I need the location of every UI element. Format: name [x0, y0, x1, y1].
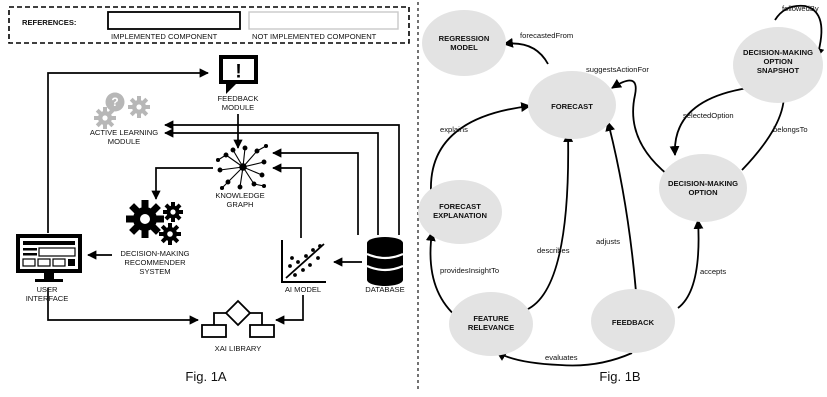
db-to-kg-arrow: [272, 148, 359, 235]
recommender-label-line2: RECOMMENDER: [124, 258, 186, 267]
fig1b-caption: Fig. 1B: [599, 369, 640, 384]
ui-to-feedback-arrow: [47, 68, 209, 233]
edge-label-accepts: accepts: [700, 267, 726, 276]
ui-to-xai-arrow: [47, 288, 199, 325]
active-learning-label-line2: MODULE: [108, 137, 141, 146]
fig1b: REGRESSION MODEL FORECAST DECISION-MAKIN…: [418, 4, 825, 384]
node-snapshot: DECISION-MAKING OPTION SNAPSHOT: [733, 27, 823, 103]
feedback-module: ! FEEDBACK MODULE: [218, 55, 259, 112]
edge-providesInsightTo: [425, 231, 459, 319]
node-dm-option: DECISION-MAKING OPTION: [659, 154, 747, 222]
edge-describes: [525, 132, 574, 311]
user-interface: USER INTERFACE: [16, 234, 82, 303]
flowchart-icon: [201, 299, 275, 338]
node-dm-option-line1: DECISION-MAKING: [668, 179, 738, 188]
fig1b-edge-labels: forecastedFrom suggestsActionFor followe…: [440, 4, 819, 362]
node-snapshot-line1: DECISION-MAKING: [743, 48, 813, 57]
svg-text:?: ?: [111, 95, 118, 109]
recommender-system: DECISION-MAKING RECOMMENDER SYSTEM: [120, 200, 190, 276]
network-graph-icon: [215, 143, 269, 191]
speech-bubble-alert-icon: !: [219, 55, 258, 94]
node-feature-relevance: FEATURE RELEVANCE: [449, 292, 533, 356]
edge-label-followedBy: followedBy: [782, 4, 819, 13]
edge-label-adjusts: adjusts: [596, 237, 620, 246]
knowledge-graph-label-line1: KNOWLEDGE: [215, 191, 264, 200]
edge-followedBy: [774, 4, 825, 58]
xai-library: XAI LIBRARY: [201, 299, 275, 353]
ai-to-xai-arrow: [275, 295, 304, 325]
active-learning-label-line1: ACTIVE LEARNING: [90, 128, 158, 137]
knowledge-graph: KNOWLEDGE GRAPH: [215, 143, 269, 209]
scatter-plot-icon: [281, 240, 326, 283]
active-learning-module: ? ACTIVE LEARNING MODULE: [90, 92, 158, 146]
edge-label-belongsTo: belongsTo: [773, 125, 808, 134]
alert-glyph: !: [235, 62, 241, 83]
edge-label-suggestsActionFor: suggestsActionFor: [586, 65, 649, 74]
xai-library-label: XAI LIBRARY: [215, 344, 262, 353]
node-forecast-line1: FORECAST: [551, 102, 593, 111]
ai-to-kg-arrow: [272, 163, 302, 238]
monitor-icon: [16, 234, 82, 282]
edge-explains: [430, 102, 531, 193]
node-forecast-explanation: FORECAST EXPLANATION: [418, 180, 502, 244]
node-feature-relevance-line2: RELEVANCE: [468, 323, 514, 332]
ai-model: AI MODEL: [281, 240, 326, 294]
fig1a: ! FEEDBACK MODULE: [16, 55, 405, 384]
feedback-module-label-line1: FEEDBACK: [218, 94, 259, 103]
node-dm-option-line2: OPTION: [688, 188, 717, 197]
gears-icon: [126, 200, 183, 245]
db-to-active-learning-arrow-2: [164, 128, 379, 235]
edge-label-explains: explains: [440, 125, 468, 134]
node-feedback-line1: FEEDBACK: [612, 318, 655, 327]
node-forecast-explanation-line2: EXPLANATION: [433, 211, 487, 220]
fig1a-caption: Fig. 1A: [185, 369, 227, 384]
recommender-label-line3: SYSTEM: [139, 267, 170, 276]
user-interface-label-line2: INTERFACE: [26, 294, 69, 303]
db-to-active-learning-arrow-1: [164, 120, 400, 235]
legend: REFERENCES: IMPLEMENTED COMPONENT NOT IM…: [8, 6, 410, 44]
edge-suggestsActionFor: [611, 79, 669, 176]
edge-accepts: [677, 219, 704, 309]
edge-label-selectedOption: selectedOption: [683, 111, 734, 120]
edge-label-providesInsightTo: providesInsightTo: [440, 266, 499, 275]
fig1b-nodes: REGRESSION MODEL FORECAST DECISION-MAKIN…: [418, 10, 823, 356]
legend-implemented-swatch: [107, 11, 241, 30]
database: DATABASE: [365, 237, 405, 294]
ai-model-label: AI MODEL: [285, 285, 321, 294]
edge-label-forecastedFrom: forecastedFrom: [520, 31, 573, 40]
user-interface-label-line1: USER: [36, 285, 58, 294]
node-forecast: FORECAST: [528, 71, 616, 139]
edge-selectedOption: [669, 87, 749, 156]
feedback-module-label-line2: MODULE: [222, 103, 255, 112]
kg-to-recommender-arrow: [151, 167, 213, 200]
database-label: DATABASE: [365, 285, 404, 294]
legend-frame: [8, 6, 410, 44]
legend-title: REFERENCES:: [22, 18, 76, 27]
legend-not-implemented-swatch: [248, 11, 399, 30]
gears-question-icon: ?: [94, 92, 150, 129]
edge-label-describes: describes: [537, 246, 570, 255]
edge-adjusts: [605, 121, 637, 293]
database-icon: [366, 237, 404, 286]
node-snapshot-line3: SNAPSHOT: [757, 66, 800, 75]
node-regression-model-line1: REGRESSION: [439, 34, 490, 43]
edge-label-evaluates: evaluates: [545, 353, 578, 362]
node-regression-model: REGRESSION MODEL: [422, 10, 506, 76]
node-regression-model-line2: MODEL: [450, 43, 478, 52]
edge-evaluates: [496, 351, 633, 367]
knowledge-graph-label-line2: GRAPH: [226, 200, 253, 209]
edge-forecastedFrom: [503, 37, 549, 65]
legend-implemented-label: IMPLEMENTED COMPONENT: [111, 32, 218, 41]
node-forecast-explanation-line1: FORECAST: [439, 202, 481, 211]
node-feature-relevance-line1: FEATURE: [473, 314, 508, 323]
node-snapshot-line2: OPTION: [763, 57, 792, 66]
recommender-label-line1: DECISION-MAKING: [120, 249, 189, 258]
node-feedback: FEEDBACK: [591, 289, 675, 353]
fig1a-connectors: [47, 68, 400, 325]
legend-not-implemented-label: NOT IMPLEMENTED COMPONENT: [252, 32, 377, 41]
